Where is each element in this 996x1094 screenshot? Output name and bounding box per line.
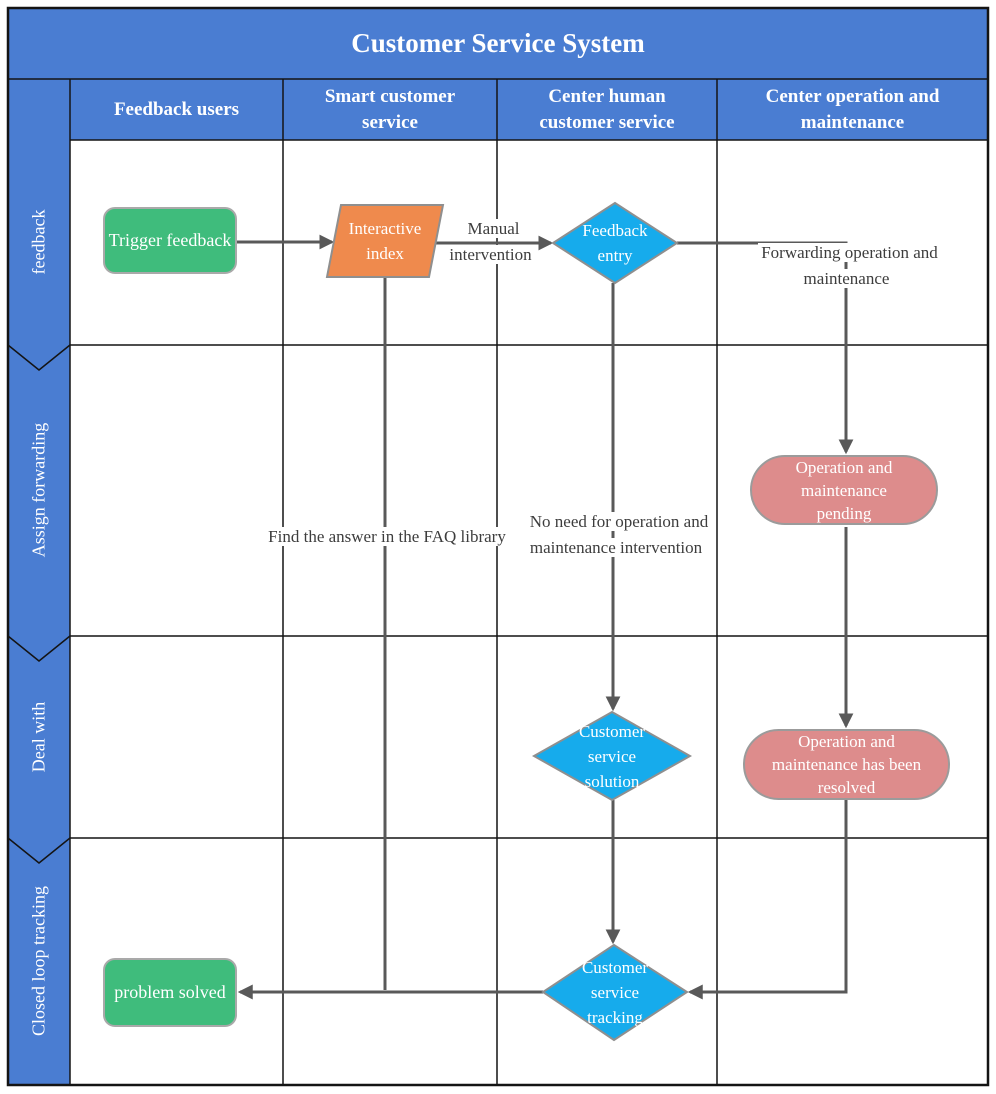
phase-label-deal-with: Deal with [28, 701, 49, 773]
phase-label-feedback: feedback [28, 209, 49, 275]
customer-service-tracking-label: Customer service tracking [581, 958, 649, 1027]
column-header-feedback-users: Feedback users [70, 79, 283, 140]
problem-solved-node: problem solved [103, 958, 237, 1027]
diagram-title: Customer Service System [8, 8, 988, 79]
no-need-intervention-label: No need for operation and maintenance in… [510, 509, 725, 561]
operation-maintenance-resolved-node: Operation and maintenance has been resol… [743, 729, 950, 800]
phase-label-assign-forwarding: Assign forwarding [28, 422, 49, 558]
manual-intervention-label: Manual intervention [432, 216, 552, 268]
faq-library-label: Find the answer in the FAQ library [247, 524, 527, 550]
trigger-feedback-node: Trigger feedback [103, 207, 237, 274]
connector-resolved-to-tracking [687, 800, 848, 1000]
operation-maintenance-pending-node: Operation and maintenance pending [750, 455, 938, 525]
column-header-center-human-customer-service: Center human customer service [497, 79, 717, 140]
forwarding-operation-label: Forwarding operation and maintenance [758, 240, 938, 292]
column-header-center-operation-maintenance: Center operation and maintenance [717, 79, 988, 140]
feedback-entry-label: Feedback entry [582, 221, 648, 265]
customer-service-solution-label: Customer service solution [578, 721, 646, 791]
connectors [237, 234, 854, 1000]
column-header-smart-customer-service: Smart customer service [283, 79, 497, 140]
phase-label-closed-loop-tracking: Closed loop tracking [28, 886, 49, 1036]
interactive-index-label: Interactive index [348, 219, 422, 263]
